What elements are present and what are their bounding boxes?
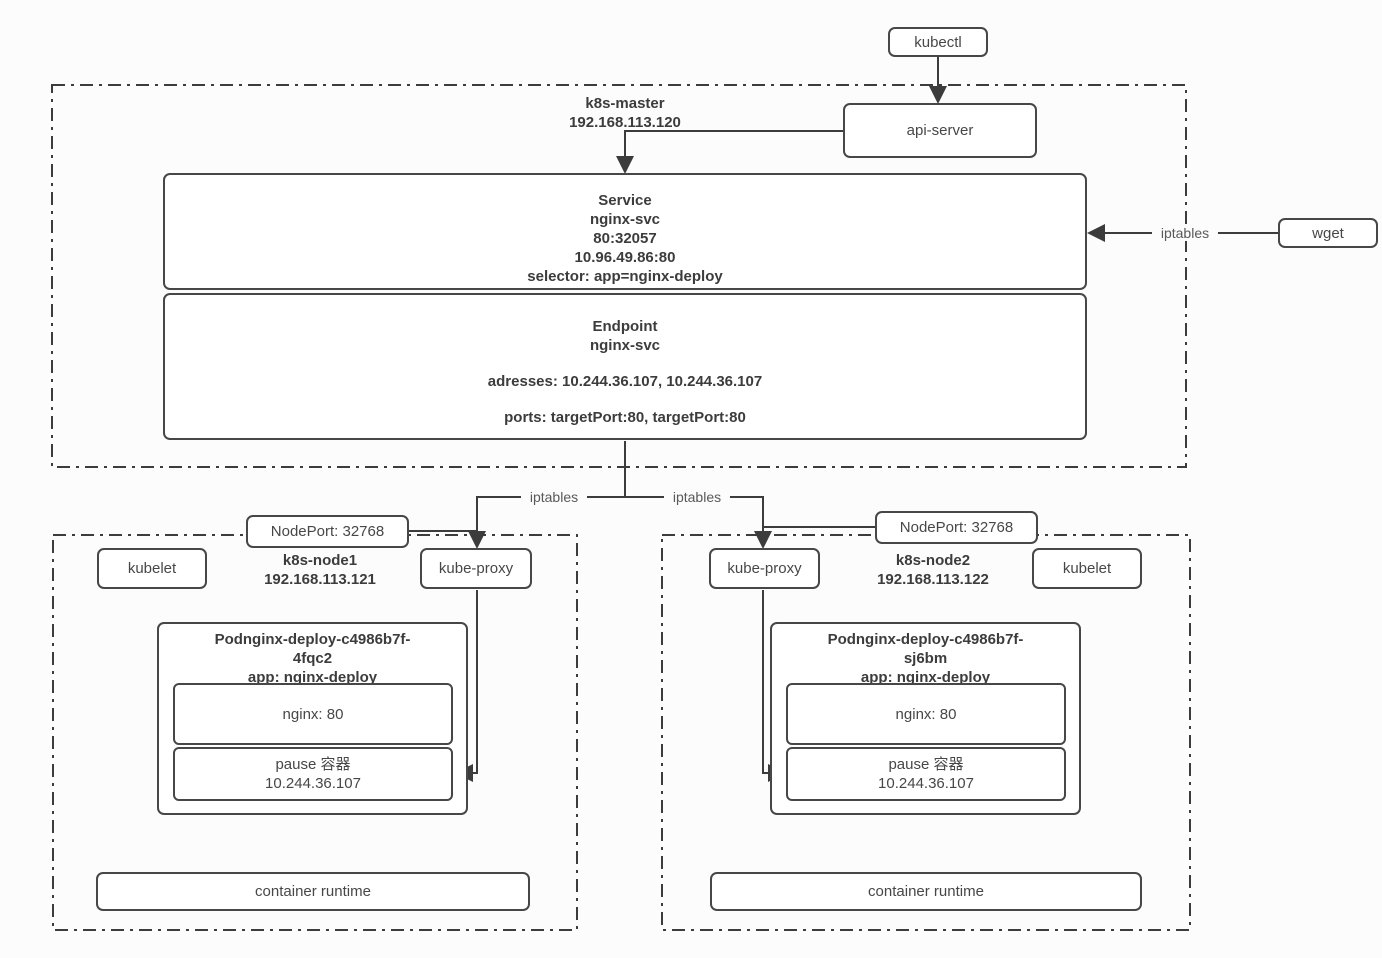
pod2-nginx-container-box: nginx: 80 bbox=[786, 683, 1066, 745]
pod1-title-line3: app: nginx-deploy bbox=[247, 669, 378, 686]
kube-proxy1-label: kube-proxy bbox=[438, 560, 514, 577]
container-runtime2-box: container runtime bbox=[710, 872, 1142, 911]
nodeport2-box: NodePort: 32768 bbox=[875, 511, 1038, 544]
service-cluster-ip: 10.96.49.86:80 bbox=[574, 249, 676, 266]
k8s-node2-ip: 192.168.113.122 bbox=[877, 571, 989, 588]
edge-apiserver-to-service bbox=[616, 130, 843, 174]
nodeport2-label: NodePort: 32768 bbox=[899, 519, 1014, 536]
pod2-pause-ip: 10.244.36.107 bbox=[878, 775, 974, 792]
kube-proxy2-box: kube-proxy bbox=[709, 548, 820, 589]
kubelet2-box: kubelet bbox=[1032, 548, 1142, 589]
pod2-pause-label: pause 容器 bbox=[888, 756, 964, 773]
k8s-master-boundary bbox=[51, 84, 1187, 468]
service-selector: selector: app=nginx-deploy bbox=[527, 268, 723, 285]
wget-label: wget bbox=[1312, 224, 1344, 242]
service-box: Service nginx-svc 80:32057 10.96.49.86:8… bbox=[163, 173, 1087, 290]
k8s-master-ip: 192.168.113.120 bbox=[569, 114, 681, 131]
endpoint-ports: ports: targetPort:80, targetPort:80 bbox=[504, 409, 746, 426]
k8s-node2-label: k8s-node2 192.168.113.122 bbox=[833, 551, 1033, 589]
nodeport1-label: NodePort: 32768 bbox=[270, 523, 385, 540]
endpoint-addresses: adresses: 10.244.36.107, 10.244.36.107 bbox=[487, 373, 763, 390]
iptables-label-wget: iptables bbox=[1152, 225, 1218, 241]
endpoint-title: Endpoint bbox=[592, 318, 658, 335]
pod1-pause-ip: 10.244.36.107 bbox=[265, 775, 361, 792]
k8s-master-label: k8s-master 192.168.113.120 bbox=[525, 94, 725, 132]
k8s-node1-name: k8s-node1 bbox=[282, 552, 358, 569]
api-server-label: api-server bbox=[906, 122, 974, 139]
service-title: Service bbox=[598, 192, 652, 209]
service-port-mapping: 80:32057 bbox=[593, 230, 657, 247]
pod1-pause-label: pause 容器 bbox=[275, 756, 351, 773]
k8s-master-name: k8s-master bbox=[585, 95, 665, 112]
endpoint-name: nginx-svc bbox=[589, 337, 661, 354]
k8s-node1-label: k8s-node1 192.168.113.121 bbox=[220, 551, 420, 589]
kubelet1-box: kubelet bbox=[97, 548, 207, 589]
api-server-box: api-server bbox=[843, 103, 1037, 158]
pod1-nginx-label: nginx: 80 bbox=[282, 705, 344, 723]
endpoint-box: Endpoint nginx-svc adresses: 10.244.36.1… bbox=[163, 293, 1087, 440]
pod1-title-line2: 4fqc2 bbox=[292, 650, 333, 667]
pod2-nginx-label: nginx: 80 bbox=[895, 705, 957, 723]
pod2-title-line1: Podnginx-deploy-c4986b7f- bbox=[827, 631, 1024, 648]
iptables-label-left: iptables bbox=[521, 489, 587, 505]
k8s-node2-name: k8s-node2 bbox=[895, 552, 971, 569]
iptables-label-right: iptables bbox=[664, 489, 730, 505]
nodeport1-box: NodePort: 32768 bbox=[246, 515, 409, 548]
kubectl-box: kubectl bbox=[888, 27, 988, 57]
pod2-pause-container-box: pause 容器 10.244.36.107 bbox=[786, 747, 1066, 801]
pod2-title-line2: sj6bm bbox=[903, 650, 948, 667]
wget-box: wget bbox=[1278, 218, 1378, 248]
pod1-pause-container-box: pause 容器 10.244.36.107 bbox=[173, 747, 453, 801]
kube-proxy2-label: kube-proxy bbox=[727, 560, 802, 577]
container-runtime1-label: container runtime bbox=[255, 883, 371, 900]
kube-proxy1-box: kube-proxy bbox=[420, 548, 532, 589]
container-runtime2-label: container runtime bbox=[868, 883, 984, 900]
kubelet2-label: kubelet bbox=[1062, 560, 1112, 577]
pod2-title-line3: app: nginx-deploy bbox=[860, 669, 991, 686]
pod1-title-line1: Podnginx-deploy-c4986b7f- bbox=[214, 631, 411, 648]
kubelet1-label: kubelet bbox=[127, 560, 177, 577]
service-name: nginx-svc bbox=[589, 211, 661, 228]
k8s-node1-ip: 192.168.113.121 bbox=[264, 571, 376, 588]
kubectl-label: kubectl bbox=[914, 33, 962, 51]
container-runtime1-box: container runtime bbox=[96, 872, 530, 911]
pod1-nginx-container-box: nginx: 80 bbox=[173, 683, 453, 745]
